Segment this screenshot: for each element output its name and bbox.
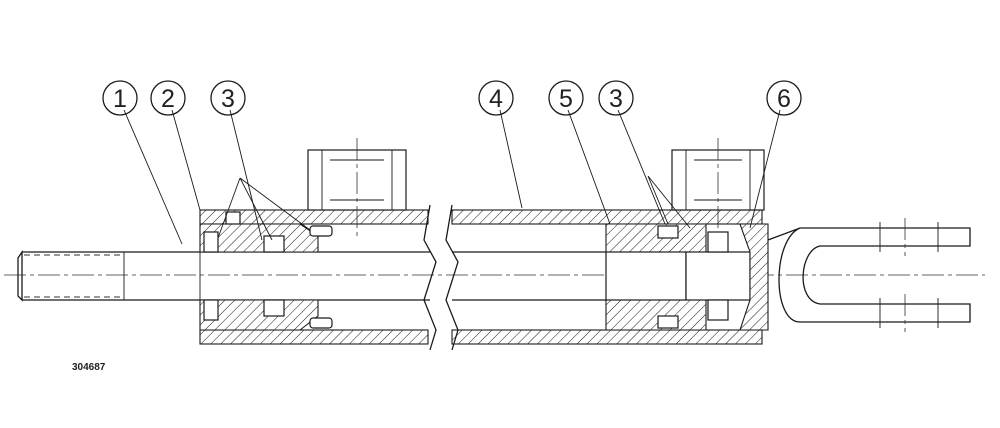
clevis: [767, 218, 971, 332]
callout-4-label: 4: [489, 85, 503, 113]
callout-3b: 3: [598, 80, 634, 116]
port-block-right: [671, 138, 765, 238]
piston: [605, 223, 751, 331]
callout-1-label: 1: [113, 85, 127, 113]
callout-3a: 3: [210, 80, 246, 116]
callout-2-label: 2: [161, 85, 175, 113]
end-cap: [739, 223, 769, 331]
callout-3a-label: 3: [221, 85, 235, 113]
callout-3b-label: 3: [609, 85, 623, 113]
leader-lines: [123, 109, 781, 245]
callout-5: 5: [548, 80, 584, 116]
callout-2: 2: [150, 80, 186, 116]
callout-4: 4: [478, 80, 514, 116]
callout-6: 6: [766, 80, 802, 116]
head-gland: [199, 210, 333, 344]
piston-rod: [17, 249, 610, 302]
drawing-reference-number: 304687: [72, 362, 106, 373]
callout-1: 1: [102, 80, 138, 116]
callout-6-label: 6: [777, 85, 791, 113]
port-block-left: [307, 138, 407, 238]
callout-5-label: 5: [559, 85, 573, 113]
